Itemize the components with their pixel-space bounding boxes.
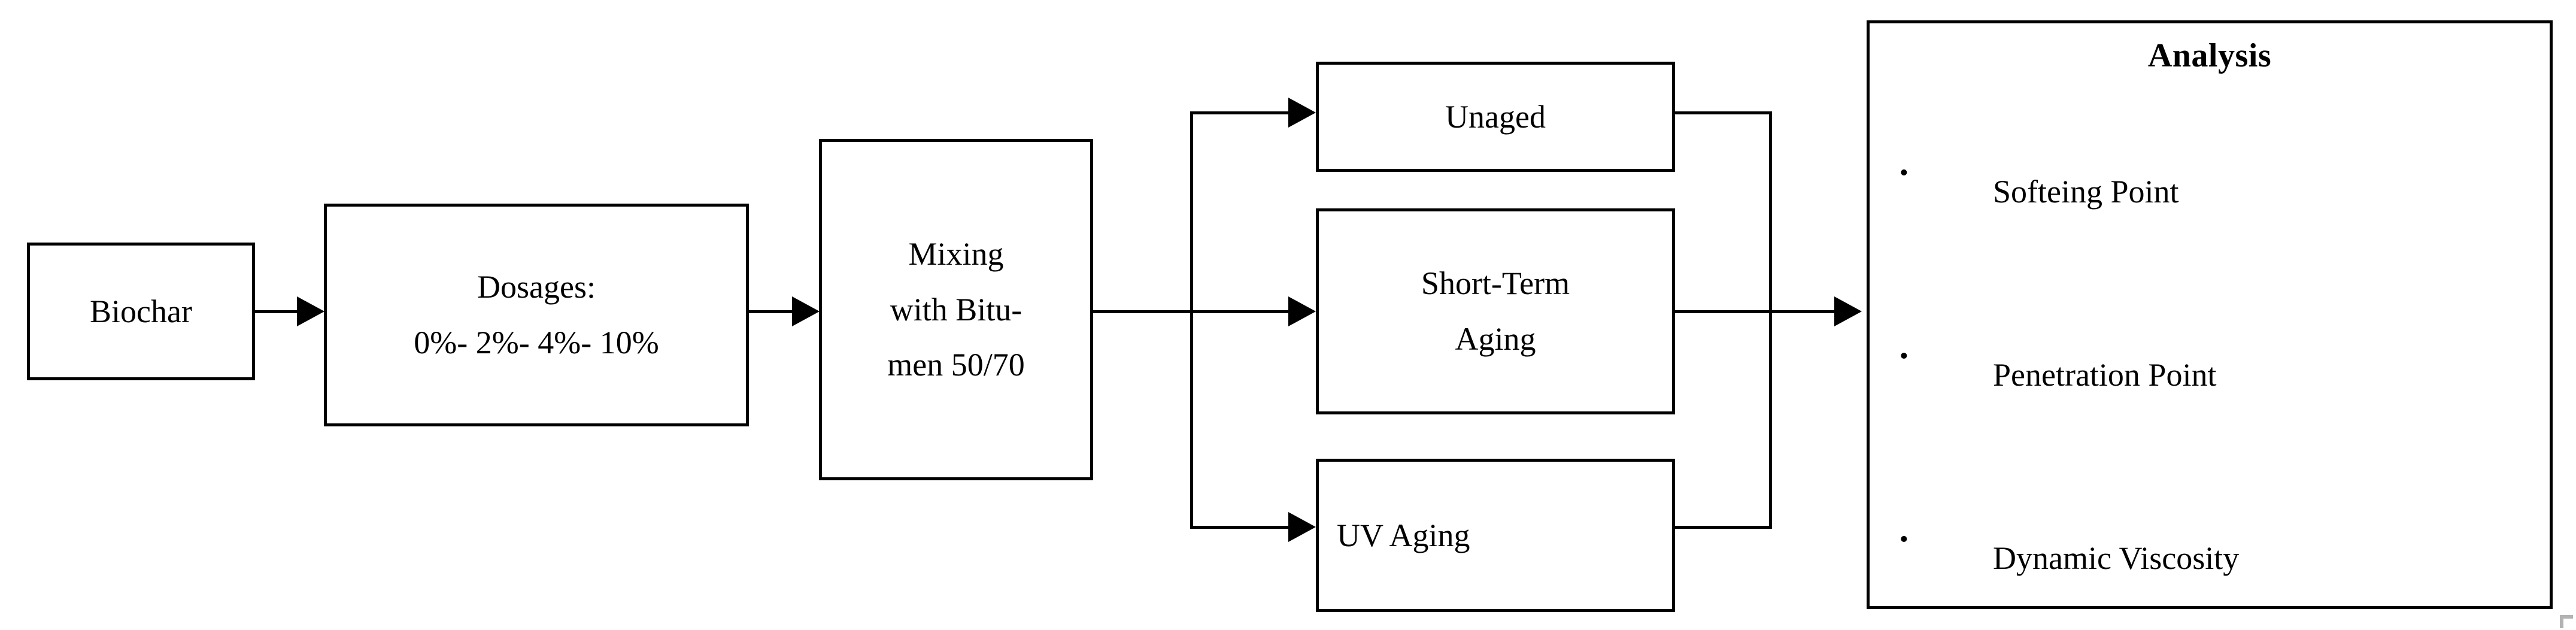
connector-split-to-short-term (1190, 310, 1295, 313)
analysis-item-penetration-point: • Penetration Point (1897, 282, 2550, 431)
analysis-item-list: • Softeing Point • Penetration Point • D… (1870, 99, 2550, 630)
node-unaged[interactable]: Unaged (1316, 62, 1675, 172)
connector-mixing-to-split (1093, 310, 1193, 313)
node-short-term-aging-label-line2: Aging (1455, 321, 1536, 357)
merge-bus-vertical (1769, 111, 1772, 529)
arrowhead-split-to-uv-aging (1288, 512, 1316, 542)
connector-split-to-unaged (1190, 111, 1295, 114)
bullet-icon: • (1900, 343, 1909, 370)
connector-split-to-uv-aging (1190, 526, 1295, 529)
node-biochar[interactable]: Biochar (27, 243, 255, 380)
bullet-icon: • (1900, 526, 1909, 553)
node-mixing-with-bitumen[interactable]: Mixing with Bitu- men 50/70 (819, 139, 1093, 480)
node-dosages[interactable]: Dosages: 0%- 2%- 4%- 10% (324, 204, 749, 426)
node-mixing-label-line3: men 50/70 (887, 347, 1025, 383)
analysis-title: Analysis (2147, 37, 2272, 74)
connector-short-term-to-merge (1673, 310, 1772, 313)
analysis-item-dynamic-viscosity: • Dynamic Viscosity (1897, 465, 2550, 614)
connector-merge-to-analysis (1769, 310, 1841, 313)
connector-dosages-to-mixing (749, 310, 797, 313)
connector-biochar-to-dosages (254, 310, 302, 313)
node-dosages-label-line1: Dosages: (477, 269, 596, 305)
node-dosages-label-line2: 0%- 2%- 4%- 10% (414, 325, 659, 361)
arrowhead-biochar-to-dosages (297, 296, 324, 326)
analysis-item-softeing-point: • Softeing Point (1897, 99, 2550, 247)
arrowhead-dosages-to-mixing (792, 296, 820, 326)
arrowhead-merge-to-analysis (1834, 296, 1862, 326)
split-bus-vertical (1190, 113, 1193, 529)
arrowhead-split-to-short-term (1288, 296, 1316, 326)
connector-uv-aging-to-merge (1673, 526, 1772, 529)
node-mixing-label-line2: with Bitu- (890, 291, 1022, 328)
node-uv-aging-label: UV Aging (1337, 517, 1470, 553)
node-short-term-aging-label-line1: Short-Term (1421, 265, 1570, 302)
page-corner-mark (2560, 615, 2573, 628)
node-unaged-label: Unaged (1445, 98, 1546, 135)
analysis-item-label: Penetration Point (1993, 357, 2217, 393)
node-biochar-label: Biochar (90, 293, 192, 329)
analysis-item-label: Dynamic Viscosity (1993, 540, 2240, 576)
analysis-item-label: Softeing Point (1993, 174, 2179, 210)
node-short-term-aging[interactable]: Short-Term Aging (1316, 208, 1675, 414)
bullet-icon: • (1900, 159, 1909, 187)
node-uv-aging[interactable]: UV Aging (1316, 459, 1675, 612)
node-mixing-label-line1: Mixing (908, 235, 1004, 272)
node-analysis-panel[interactable]: Analysis • Softeing Point • Penetration … (1867, 20, 2553, 609)
connector-unaged-to-merge (1673, 111, 1772, 114)
arrowhead-split-to-unaged (1288, 98, 1316, 128)
